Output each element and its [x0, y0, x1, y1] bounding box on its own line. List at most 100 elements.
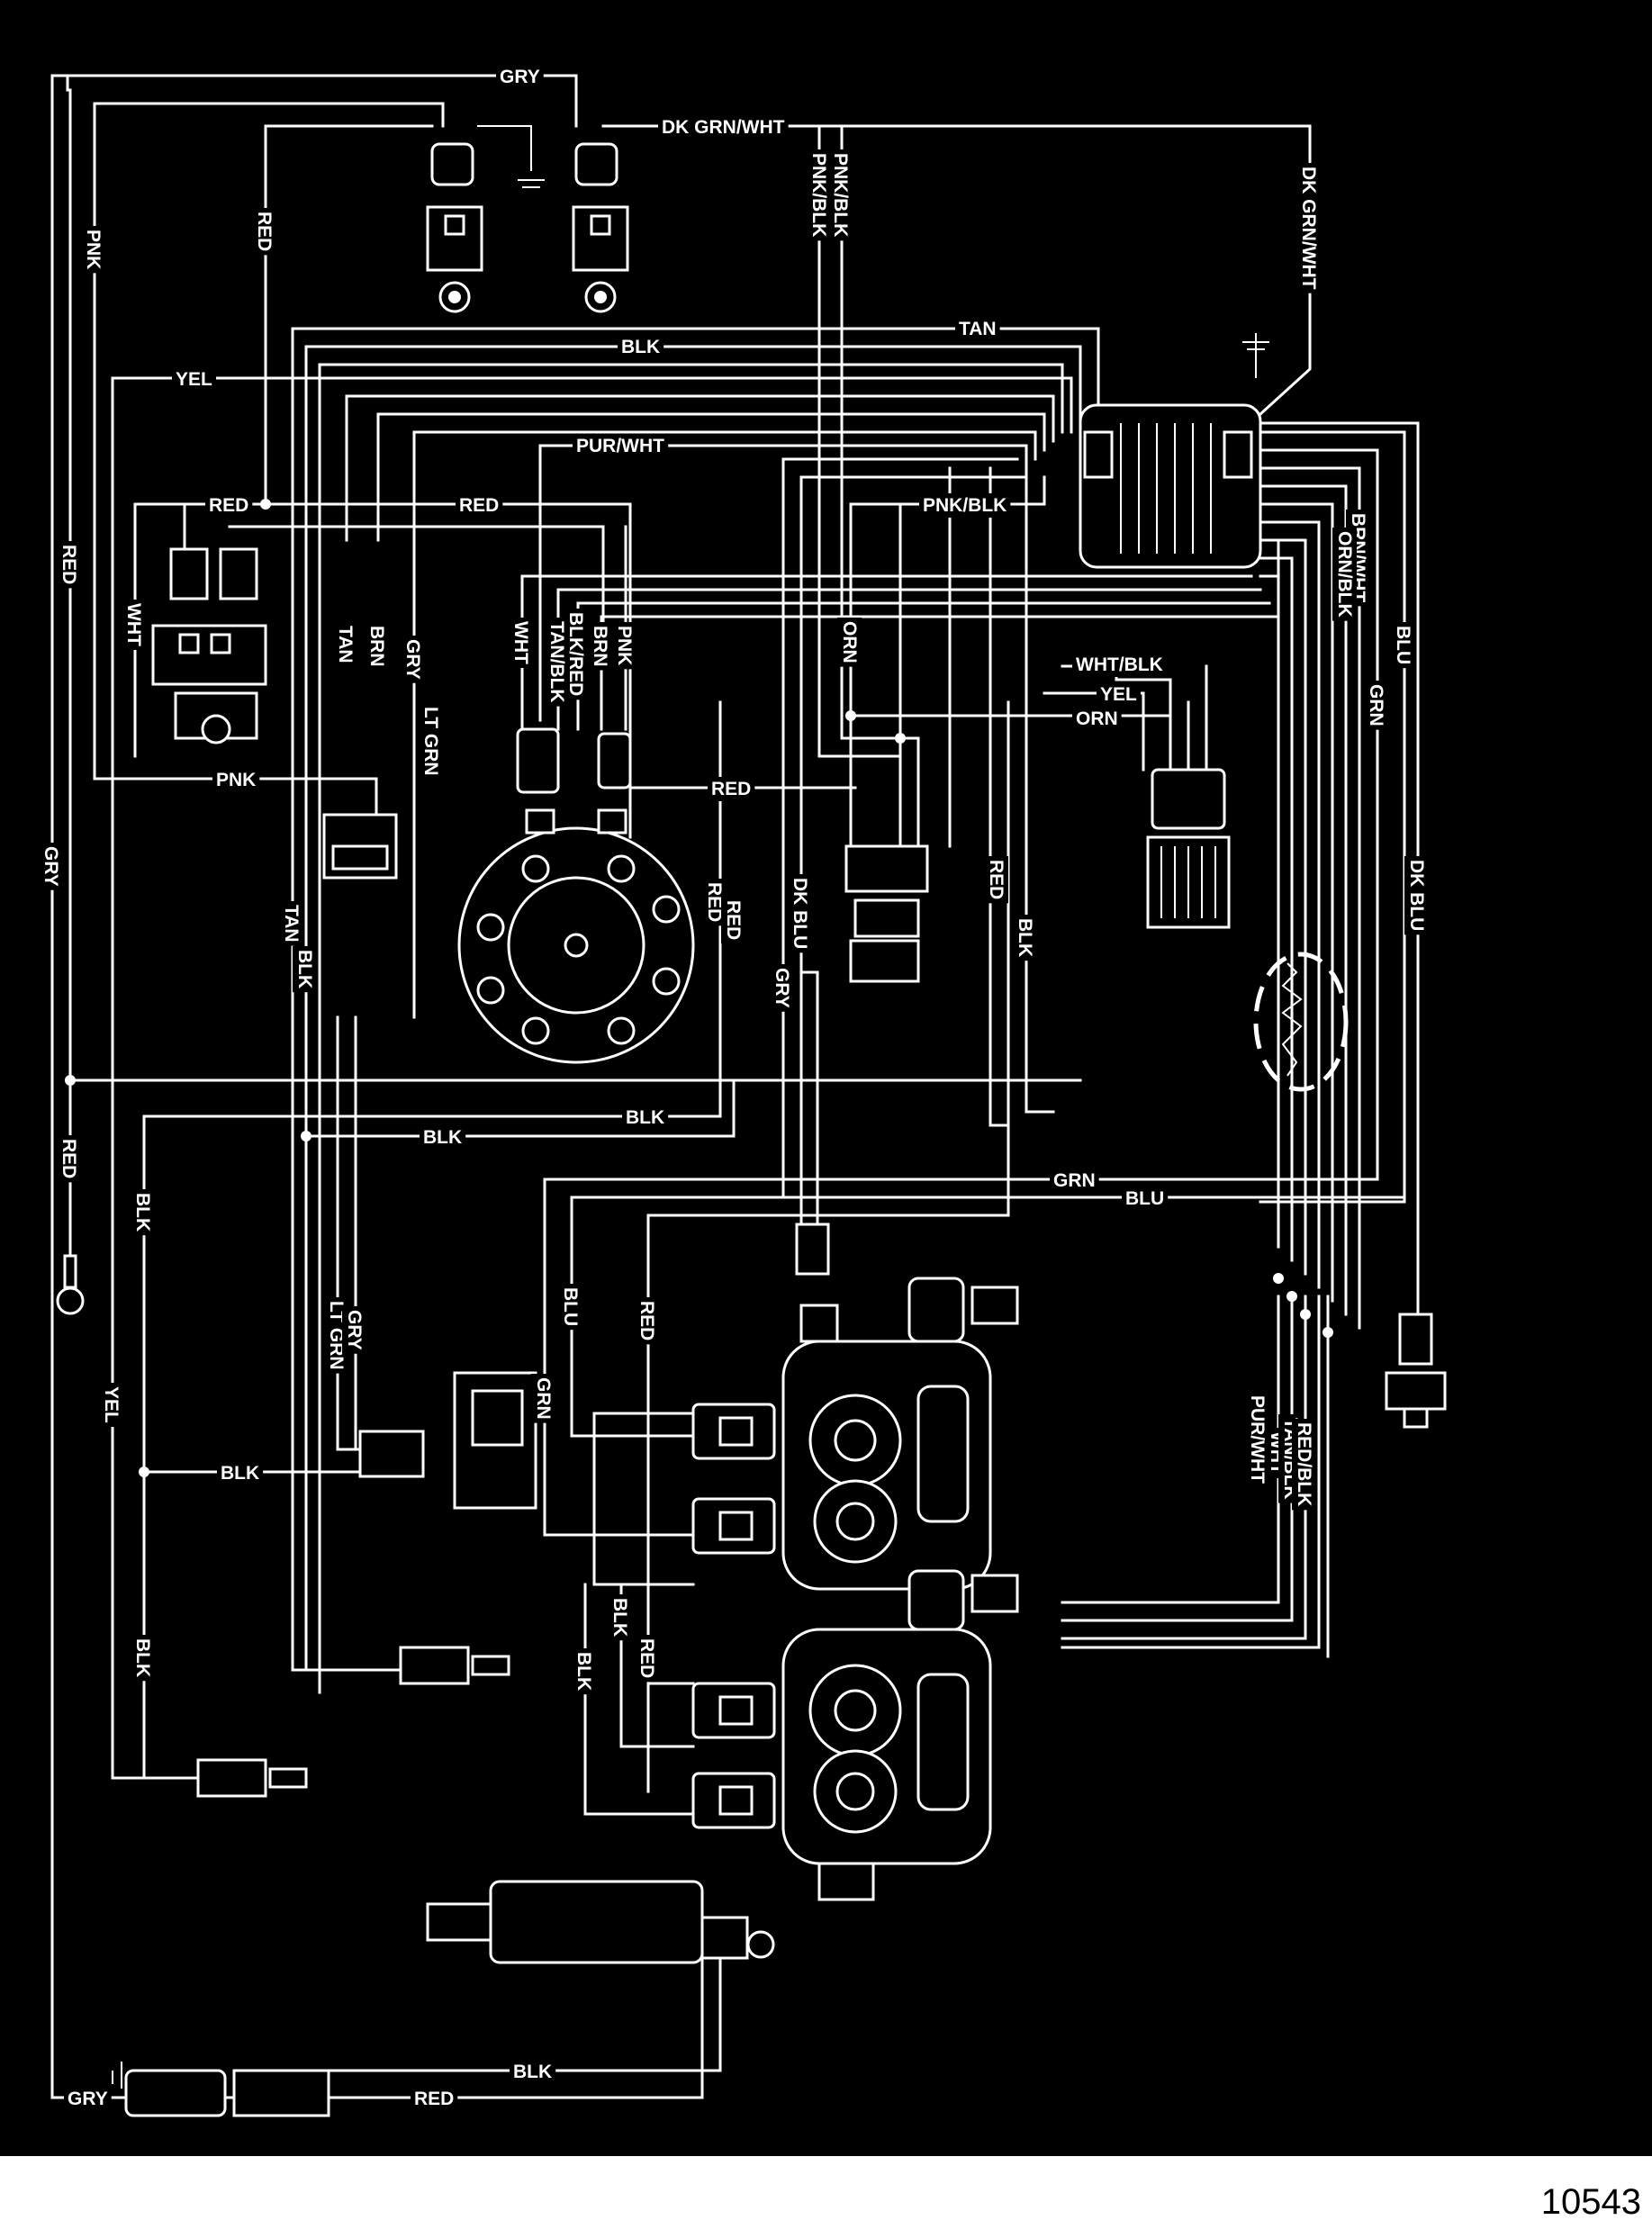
label-backing: [1013, 915, 1037, 961]
label-wht-dist: WHT: [510, 621, 531, 664]
label-tan-top: TAN: [959, 319, 997, 339]
label-dk-grn-wht-right: DK GRN/WHT: [1298, 167, 1319, 290]
ecm-connector: [844, 844, 929, 983]
label-orn-mid: ORN: [839, 621, 860, 663]
label-blk-bus2: BLK: [423, 1127, 462, 1148]
label-backing: [81, 226, 105, 274]
label-lt-grn-lower: LT GRN: [326, 1301, 347, 1370]
starter-relay-left: [426, 125, 545, 313]
label-backing: [1404, 856, 1429, 935]
label-pnk-blk-2: PNK/BLK: [808, 153, 829, 237]
label-backing: [420, 1125, 466, 1150]
label-pnk-dist: PNK: [614, 626, 635, 665]
label-backing: [122, 600, 146, 650]
label-yel-lower: YEL: [101, 1386, 122, 1423]
label-red-bus: RED: [459, 495, 499, 516]
throttle-body-upper: [781, 1277, 992, 1591]
throttle-body-lower: [781, 1569, 992, 1901]
label-backing: [496, 65, 544, 89]
label-blk-inj2: BLK: [573, 1652, 594, 1691]
label-dk-blu-right: DK BLU: [1406, 860, 1427, 931]
label-backing: [573, 434, 669, 458]
label-backing: [708, 777, 755, 801]
label-grn-bus: GRN: [1053, 1170, 1096, 1191]
label-backing: [984, 856, 1008, 904]
voltage-regulator: [358, 1371, 537, 1510]
label-backing: [1245, 1392, 1269, 1488]
label-red-dist3: RED: [723, 900, 744, 940]
ring-terminal: [56, 1254, 85, 1315]
label-pnk-blk-1: PNK/BLK: [830, 153, 851, 237]
label-pnk-left: PNK: [83, 230, 104, 269]
label-blu-lower: BLU: [560, 1287, 581, 1326]
connector-left-harness: [322, 813, 398, 880]
figure-number: 10543: [1540, 2182, 1641, 2222]
label-backing: [788, 874, 812, 953]
label-backing: [558, 1284, 582, 1331]
label-backing: [57, 541, 81, 589]
label-backing: [828, 149, 853, 241]
fuel-pump-connector: [112, 2062, 330, 2117]
label-backing: [702, 879, 727, 926]
label-backing: [837, 618, 862, 667]
label-backing: [509, 618, 533, 668]
pressure-sensor: [1385, 1313, 1447, 1429]
label-backing: [1292, 1419, 1316, 1511]
label-grn-lower: GRN: [533, 1377, 554, 1420]
label-backing: [1332, 528, 1357, 621]
label-grn-right: GRN: [1366, 684, 1386, 726]
label-tan-left: TAN: [335, 626, 356, 663]
label-backing: [622, 1105, 669, 1130]
label-backing: [401, 636, 425, 683]
label-orn-mid2: ORN: [1076, 708, 1118, 729]
label-tan-lower: TAN: [281, 905, 302, 943]
label-backing: [411, 2087, 458, 2111]
label-backing: [612, 622, 636, 670]
label-gry-far-left: GRY: [41, 846, 61, 887]
label-red-relay: RED: [254, 212, 275, 251]
label-brn-left: BRN: [366, 626, 387, 667]
distributor: [457, 727, 695, 1064]
label-backing: [658, 115, 789, 140]
label-blk-inj1: BLK: [609, 1598, 630, 1637]
label-backing: [1072, 707, 1122, 731]
label-backing: [456, 493, 503, 518]
label-red-pump: RED: [414, 2089, 454, 2109]
label-red-mid: RED: [986, 860, 1007, 899]
label-backing: [1296, 163, 1321, 293]
label-red-lower: RED: [636, 1301, 657, 1340]
label-red-coil: RED: [209, 495, 248, 516]
label-backing: [770, 964, 794, 1012]
label-gry-left: GRY: [402, 639, 423, 680]
injector-connector-3: [691, 1682, 776, 1739]
label-blk-sensor: BLK: [132, 1638, 153, 1677]
label-blk-left: BLK: [132, 1193, 153, 1232]
label-red-lower-left: RED: [59, 1139, 79, 1178]
injector-connector-1: [691, 1403, 776, 1460]
label-backing: [172, 367, 217, 392]
label-blk-top: BLK: [621, 337, 660, 357]
label-backing: [531, 1374, 555, 1423]
engine-control-module: [1079, 333, 1269, 569]
label-backing: [572, 1648, 596, 1695]
junction-dots: [65, 499, 1333, 1477]
sensor-connector-right: [1146, 768, 1231, 929]
label-lt-grn-upper: LT GRN: [420, 707, 441, 776]
label-backing: [212, 768, 260, 792]
dk-blu-connector: [795, 1223, 830, 1276]
label-blk-mid: BLK: [294, 950, 315, 988]
label-gry-pump: GRY: [68, 2089, 108, 2109]
label-backing: [1072, 653, 1167, 677]
label-backing: [293, 946, 317, 993]
temp-sensor-upper: [399, 1646, 510, 1685]
label-red-dist: RED: [711, 779, 751, 799]
label-yel-top: YEL: [176, 369, 212, 390]
label-backing: [1097, 682, 1142, 707]
label-red-blk-lower: RED/BLK: [1294, 1422, 1314, 1506]
idle-air-connector-upper: [970, 1286, 1019, 1325]
label-backing: [510, 2060, 556, 2084]
label-backing: [608, 1594, 632, 1641]
label-backing: [131, 1189, 155, 1236]
label-blk-mid2: BLK: [1015, 918, 1035, 957]
label-backing: [99, 1383, 123, 1428]
